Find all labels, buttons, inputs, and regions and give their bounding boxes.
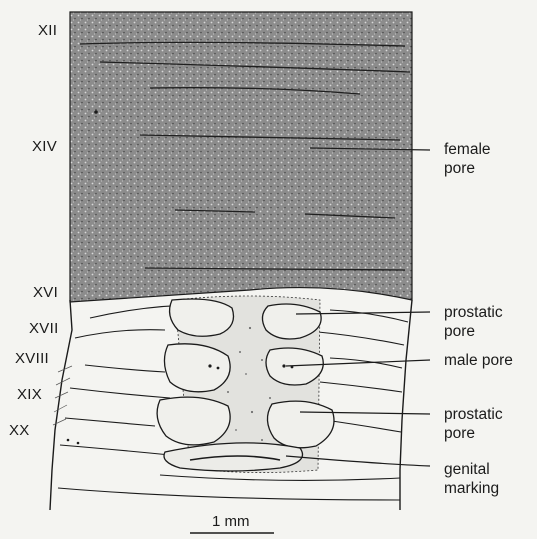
label-male-pore: male pore	[444, 351, 513, 370]
prostatic-porophore-upper-left	[170, 299, 234, 336]
label-prostatic-pore-lower-line-2: pore	[444, 424, 503, 443]
label-prostatic-pore-upper-line-2: pore	[444, 322, 503, 341]
genital-marking	[164, 443, 303, 471]
segment-label-xx: XX	[9, 422, 30, 439]
prostatic-porophore-lower-left	[157, 397, 230, 445]
label-prostatic-pore-lower-line-1: prostatic	[444, 405, 503, 424]
segment-label-xii: XII	[38, 22, 57, 39]
male-porophore-left	[164, 344, 230, 392]
label-genital-marking: genital marking	[444, 460, 499, 498]
label-genital-marking-line-1: genital	[444, 460, 499, 479]
label-prostatic-pore-upper-line-1: prostatic	[444, 303, 503, 322]
label-female-pore-line-1: female	[444, 140, 491, 159]
body-outline-right	[400, 300, 412, 510]
male-porophore-right	[266, 348, 323, 385]
prostatic-porophore-lower-right	[267, 401, 334, 448]
label-prostatic-pore-upper: prostatic pore	[444, 303, 503, 341]
segment-label-xiv: XIV	[32, 138, 57, 155]
label-prostatic-pore-lower: prostatic pore	[444, 405, 503, 443]
segment-label-xvi: XVI	[33, 284, 58, 301]
segment-label-xvii: XVII	[29, 320, 59, 337]
label-female-pore-line-2: pore	[444, 159, 491, 178]
label-male-pore-text: male pore	[444, 351, 513, 370]
segment-label-xviii: XVIII	[15, 350, 49, 367]
clitellum	[70, 12, 412, 302]
label-female-pore: female pore	[444, 140, 491, 178]
scale-bar-label: 1 mm	[212, 513, 250, 530]
segment-label-xix: XIX	[17, 386, 42, 403]
label-genital-marking-line-2: marking	[444, 479, 499, 498]
